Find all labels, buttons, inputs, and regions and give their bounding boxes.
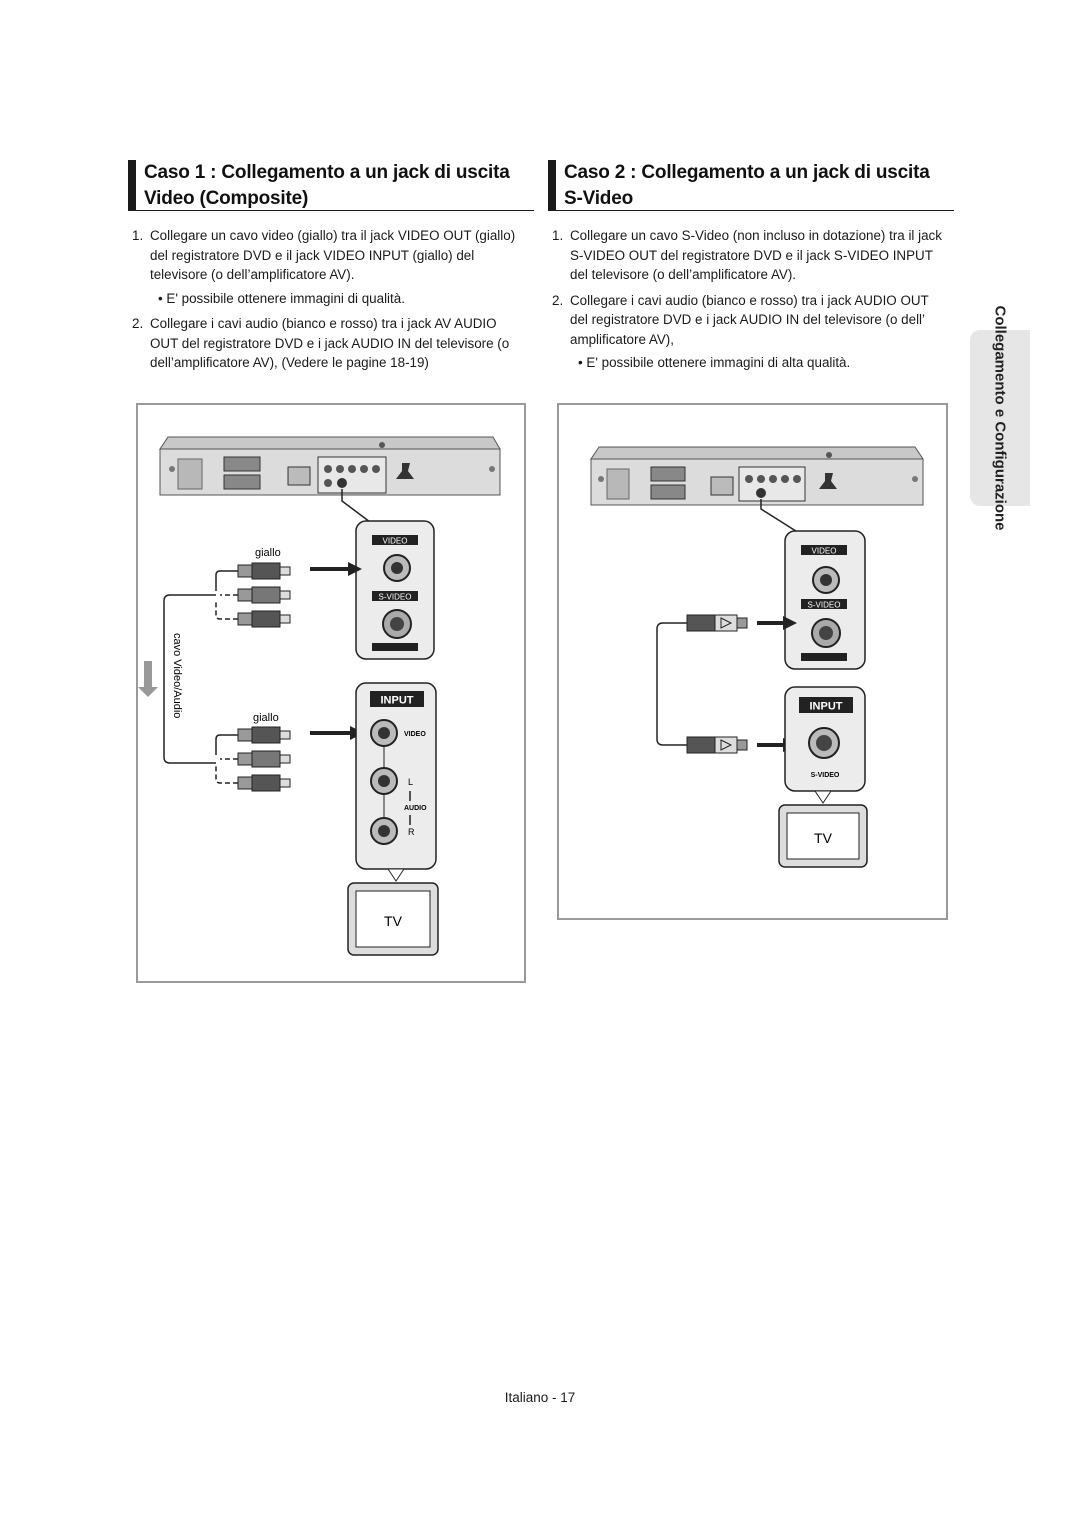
section1-step2: 2. Collegare i cavi audio (bianco e ross… [132,314,528,373]
recorder-jack-box: VIDEO S-VIDEO [784,530,866,670]
video-label: VIDEO [812,547,837,556]
tv-icon: TV [778,804,868,868]
section1-heading: Caso 1 : Collegamento a un jack di uscit… [128,160,534,211]
section1-heading-line1: Caso 1 : Collegamento a un jack di uscit… [144,162,510,183]
side-chapter-tab: Collegamento e Configurazione [970,305,1030,531]
svideo-label: S-VIDEO [379,593,412,602]
section2-heading-line2: S-Video [564,188,633,209]
giallo-bottom-label: giallo [253,712,279,724]
input-svideo-label: S-VIDEO [811,772,840,779]
section1-steps: 1. Collegare un cavo video (giallo) tra … [132,226,528,379]
tv-icon: TV [347,882,439,956]
diagram2-panel: VIDEO S-VIDEO INPUT [557,403,948,920]
step-note: • E' possibile ottenere immagini di qual… [158,290,405,306]
side-tab-label: Collegamento e Configurazione [991,305,1009,531]
step-text: Collegare i cavi audio (bianco e rosso) … [570,292,929,347]
video-label: VIDEO [383,537,408,546]
section2-step2: 2. Collegare i cavi audio (bianco e ross… [552,291,948,373]
cable-label: cavo Video/Audio [171,633,183,718]
svideo-label: S-VIDEO [808,601,841,610]
diagram1-panel: VIDEO S-VIDEO giallo cavo Video/Audio [136,403,526,983]
audio-label: AUDIO [404,805,427,812]
right-label: R [408,827,415,837]
tv-input-box: INPUT S-VIDEO [784,686,866,792]
step-number: 1. [552,228,564,243]
step-text: Collegare un cavo S-Video (non incluso i… [570,228,942,282]
left-label: L [408,777,413,787]
page-footer: Italiano - 17 [504,1390,576,1405]
section2-step1: 1. Collegare un cavo S-Video (non inclus… [552,226,948,285]
tv-label: TV [384,913,403,929]
section2-steps: 1. Collegare un cavo S-Video (non inclus… [552,226,948,379]
step-text: Collegare un cavo video (giallo) tra il … [150,228,516,282]
tv-input-box: INPUT VIDEO L AUDIO R [355,682,437,870]
step-number: 2. [132,316,144,331]
input-video-label: VIDEO [404,731,426,738]
section1-heading-line2: Video (Composite) [144,188,309,209]
section2-heading: Caso 2 : Collegamento a un jack di uscit… [548,160,954,211]
rca-plugs-bottom [237,726,291,792]
dvd-recorder-rear [159,436,501,496]
svideo-plug-bottom [686,736,748,754]
svideo-plug-top [686,614,748,632]
diagram1-svg: VIDEO S-VIDEO giallo cavo Video/Audio [138,436,501,956]
section1-step1: 1. Collegare un cavo video (giallo) tra … [132,226,528,308]
step-number: 1. [132,228,144,243]
input-label: INPUT [381,695,414,707]
section2-heading-line1: Caso 2 : Collegamento a un jack di uscit… [564,162,930,183]
step-number: 2. [552,292,564,308]
diagram2-svg: VIDEO S-VIDEO INPUT [590,446,924,868]
giallo-top-label: giallo [255,547,281,559]
recorder-jack-box: VIDEO S-VIDEO [355,520,435,660]
tv-label: TV [814,830,833,846]
input-label: INPUT [810,701,843,713]
rca-plugs-top [237,562,291,628]
step-note: • E' possibile ottenere immagini di alta… [578,355,851,370]
step-text: Collegare i cavi audio (bianco e rosso) … [150,316,510,370]
dvd-recorder-rear [590,446,924,506]
